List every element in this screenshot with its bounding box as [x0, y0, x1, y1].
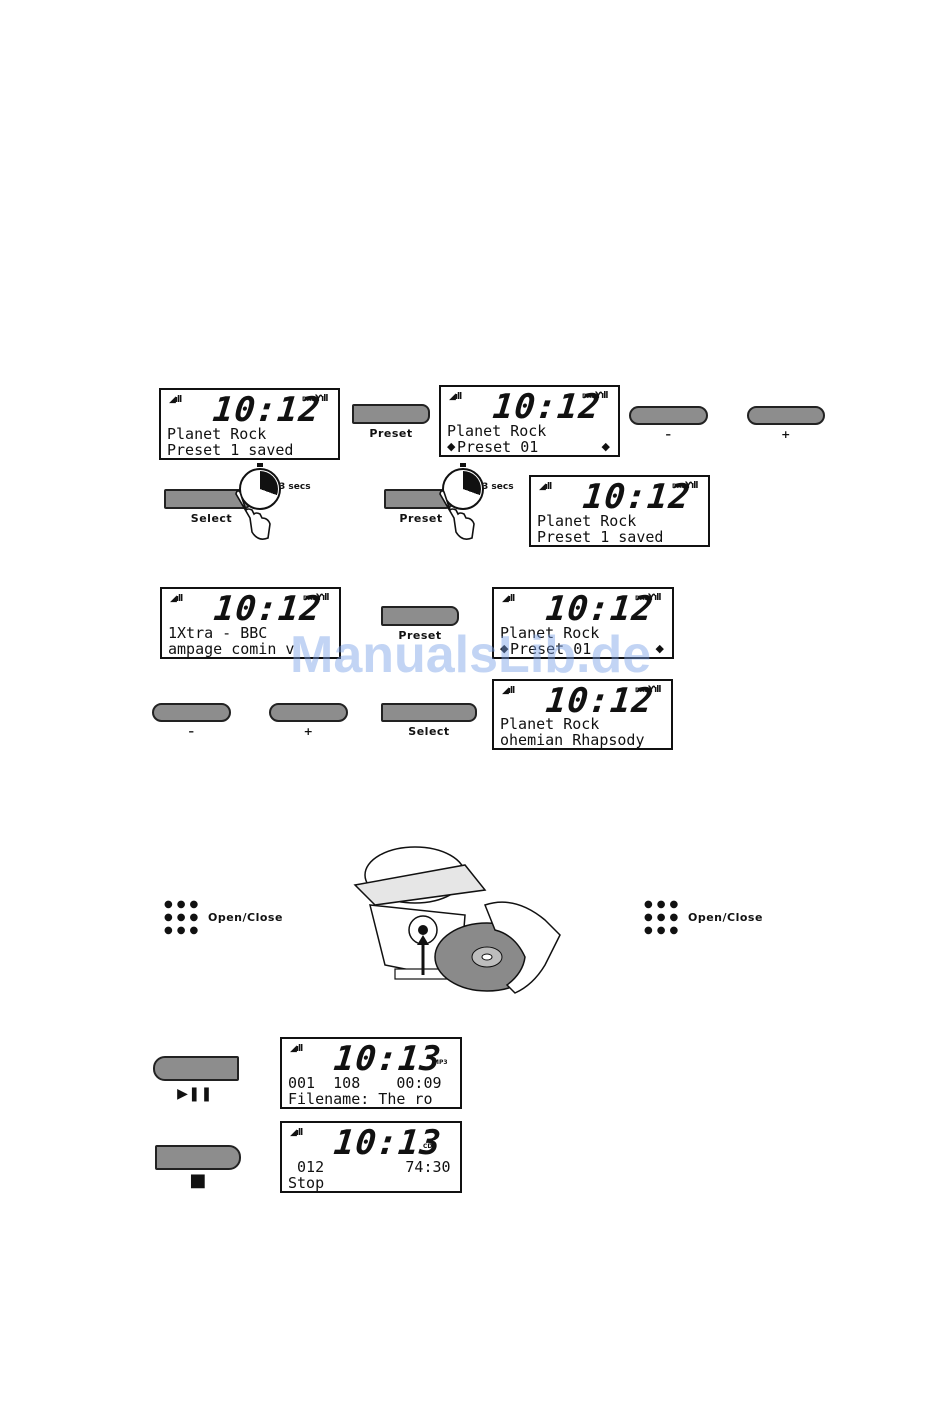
signal-icon: ◢ıll: [449, 392, 462, 402]
lcd-screen-2: ◢ıll 10:12 DAB Ƴıll Planet Rock Preset 0…: [439, 385, 620, 457]
hand-icon: [439, 490, 475, 540]
minus-button[interactable]: [152, 703, 231, 722]
minus-button[interactable]: [629, 406, 708, 425]
cd-player-illustration: [353, 846, 561, 994]
lcd-line-2: Preset 1 saved: [537, 528, 664, 546]
lcd-line-1: Planet Rock: [447, 422, 547, 440]
lcd-line-2: Stop: [288, 1174, 325, 1192]
scroll-arrows-icon: ◆: [500, 642, 509, 655]
scroll-arrows-icon: ◆: [447, 440, 456, 453]
plus-button[interactable]: [269, 703, 348, 722]
lcd-line-1: 1Xtra - BBC: [168, 624, 268, 642]
lcd-line-2: Preset 01: [457, 438, 539, 456]
antenna-icon: Ƴıll: [316, 593, 329, 603]
lcd-line-2: Preset 1 saved: [167, 441, 294, 459]
timer-label: 3 secs: [279, 482, 311, 492]
mode-indicator: DAB: [582, 393, 597, 400]
lcd-line-2: ampage comin v: [168, 640, 295, 658]
mode-indicator: DAB: [672, 483, 687, 490]
clock-display: 10:13: [331, 1039, 444, 1079]
minus-button-label: –: [665, 428, 672, 441]
lcd-line-1: Planet Rock: [500, 624, 600, 642]
lcd-line-1: Planet Rock: [537, 512, 637, 530]
signal-icon: ◢ıll: [539, 482, 552, 492]
play-pause-icon: ▶❚❚: [177, 1086, 213, 1102]
stop-icon: ■: [189, 1170, 207, 1191]
signal-icon: ◢ıll: [290, 1128, 303, 1138]
mode-indicator: CD: [423, 1143, 433, 1150]
lcd-line-1: 001 108 00:09: [288, 1074, 442, 1092]
preset-button-label: Preset: [399, 512, 443, 525]
timer-icon: [442, 463, 484, 510]
signal-icon: ◢ıll: [169, 395, 182, 405]
timer-label: 3 secs: [482, 482, 514, 492]
lcd-screen-7: ◢ıll 10:13 MP3 001 108 00:09 Filename: T…: [280, 1037, 462, 1109]
plus-button-label: +: [303, 725, 314, 738]
signal-icon: ◢ıll: [290, 1044, 303, 1054]
mode-indicator: DAB: [303, 595, 318, 602]
select-button[interactable]: [381, 703, 477, 722]
lcd-line-2: ohemian Rhapsody: [500, 731, 645, 749]
minus-button-label: –: [188, 725, 195, 738]
lcd-line-1: 012 74:30: [288, 1158, 451, 1176]
open-close-label: Open/Close: [688, 911, 763, 924]
scroll-arrows-icon: ◆: [601, 440, 610, 453]
select-button-label: Select: [408, 725, 450, 738]
lcd-screen-5: ◢ıll 10:12 DAB Ƴıll Planet Rock Preset 0…: [492, 587, 674, 659]
select-button-label: Select: [190, 512, 233, 525]
watermark: ManualsLib.de: [290, 626, 652, 684]
timer-icon: [239, 463, 281, 510]
mode-indicator: DAB: [302, 396, 317, 403]
plus-button-label: +: [781, 428, 791, 441]
antenna-icon: Ƴıll: [685, 481, 698, 491]
antenna-icon: Ƴıll: [595, 391, 608, 401]
mode-indicator: DAB: [635, 595, 650, 602]
lcd-screen-4: ◢ıll 10:12 DAB Ƴıll 1Xtra - BBC ampage c…: [160, 587, 341, 659]
hand-icon: [235, 490, 271, 540]
lcd-screen-1: ◢ıll 10:12 DAB Ƴıll Planet Rock Preset 1…: [159, 388, 340, 460]
antenna-icon: Ƴıll: [648, 593, 661, 603]
preset-button-label: Preset: [398, 629, 442, 642]
play-pause-button[interactable]: [153, 1056, 239, 1081]
scroll-arrows-icon: ◆: [655, 642, 664, 655]
mode-indicator: MP3: [433, 1059, 448, 1066]
lcd-screen-3: ◢ıll 10:12 DAB Ƴıll Planet Rock Preset 1…: [529, 475, 710, 547]
signal-icon: ◢ıll: [502, 594, 515, 604]
antenna-icon: Ƴıll: [648, 685, 661, 695]
antenna-icon: Ƴıll: [315, 394, 328, 404]
open-close-label: Open/Close: [208, 911, 283, 924]
signal-icon: ◢ıll: [502, 686, 515, 696]
plus-button[interactable]: [747, 406, 825, 425]
open-close-button-icon[interactable]: ●●●●●●●●●: [164, 899, 203, 936]
signal-icon: ◢ıll: [170, 594, 183, 604]
lcd-screen-8: ◢ıll 10:13 CD 012 74:30 Stop: [280, 1121, 462, 1193]
preset-button[interactable]: [352, 404, 430, 424]
lcd-line-2: Filename: The ro: [288, 1090, 433, 1108]
lcd-line-2: Preset 01: [510, 640, 592, 658]
mode-indicator: DAB: [635, 687, 650, 694]
preset-button[interactable]: [381, 606, 459, 626]
open-close-button-icon[interactable]: ●●●●●●●●●: [644, 899, 683, 936]
preset-button-label: Preset: [369, 427, 413, 440]
lcd-line-1: Planet Rock: [167, 425, 267, 443]
lcd-screen-6: ◢ıll 10:12 DAB Ƴıll Planet Rock ohemian …: [492, 679, 673, 750]
stop-button[interactable]: [155, 1145, 241, 1170]
lcd-line-1: Planet Rock: [500, 715, 600, 733]
